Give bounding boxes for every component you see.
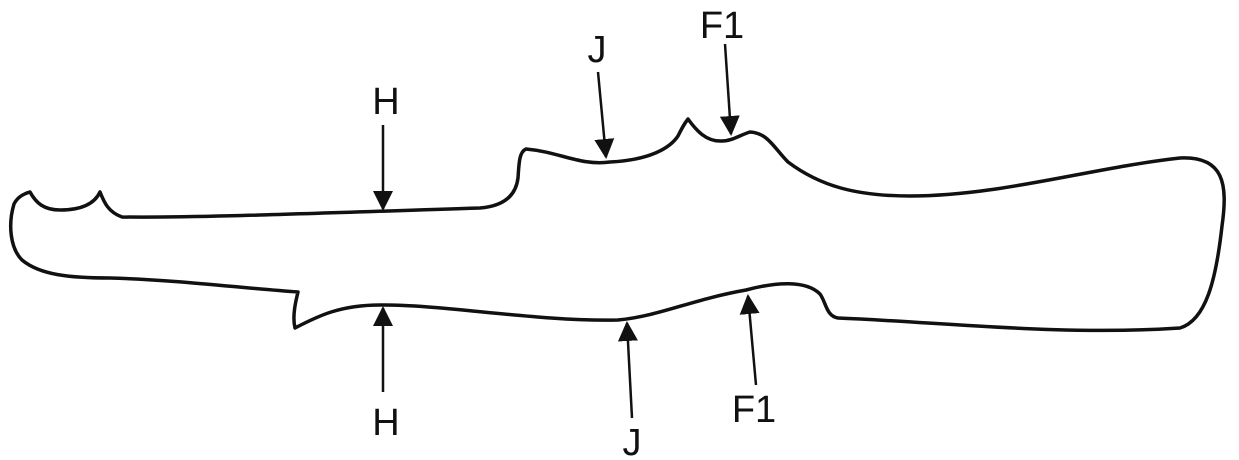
arrow-bottom-f1 <box>739 294 760 386</box>
label-top-j: J <box>588 29 607 71</box>
label-top-f1: F1 <box>700 5 744 47</box>
label-top-h: H <box>372 81 399 123</box>
label-bottom-h: H <box>372 402 399 444</box>
label-bottom-f1: F1 <box>732 389 776 431</box>
arrow-top-j <box>594 71 615 159</box>
arrow-top-f1 <box>719 43 740 136</box>
arrow-bottom-j <box>617 321 638 419</box>
outline-path <box>8 117 1226 333</box>
label-bottom-j: J <box>623 422 642 460</box>
